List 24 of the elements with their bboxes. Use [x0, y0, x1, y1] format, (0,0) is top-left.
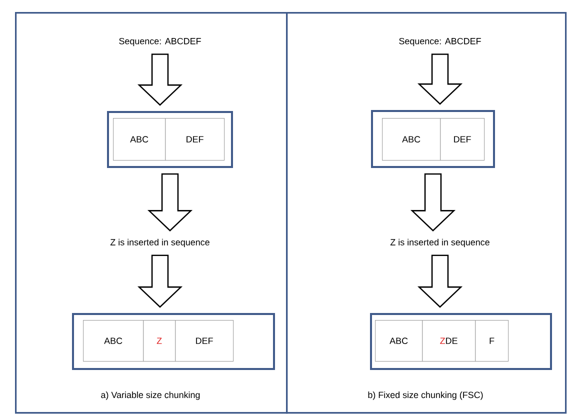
chunk-cell: ABC	[375, 320, 423, 362]
chunk-box	[107, 111, 233, 168]
block-arrow	[410, 173, 456, 232]
step-text: Sequence: ABCDEF	[399, 38, 481, 46]
chunk-box	[370, 313, 552, 370]
chunk-cell: ABC	[113, 118, 166, 161]
chunk-cell: ZDE	[422, 320, 476, 362]
step-text: Sequence: ABCDEF	[119, 38, 201, 46]
block-arrow	[147, 173, 193, 232]
chunk-cell: DEF	[440, 118, 485, 161]
step-text: Z is inserted in sequence	[110, 238, 210, 248]
chunk-cell: Z	[143, 320, 176, 362]
chunk-cell: ABC	[83, 320, 144, 362]
block-arrow	[137, 54, 183, 106]
chunk-box	[371, 110, 495, 168]
chunk-box	[72, 313, 275, 370]
step-text: Z is inserted in sequence	[390, 238, 490, 248]
chunk-cell: ABC	[382, 118, 441, 161]
block-arrow	[417, 54, 463, 105]
chunk-cell: DEF	[175, 320, 234, 362]
block-arrow	[137, 254, 183, 308]
block-arrow	[417, 254, 463, 308]
chunk-cell: DEF	[165, 118, 225, 161]
chunk-cell: F	[475, 320, 509, 362]
